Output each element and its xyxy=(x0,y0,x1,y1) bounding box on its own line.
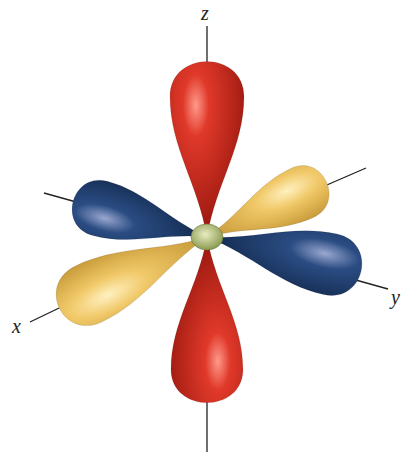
red-lobe xyxy=(170,62,244,238)
red-lobe xyxy=(171,237,243,403)
torus-ring xyxy=(191,224,223,250)
orbital-lobes xyxy=(46,62,368,403)
axis-lines xyxy=(30,26,388,452)
axis-label: x xyxy=(12,316,21,336)
yellow-lobe xyxy=(46,209,220,336)
blue-lobe xyxy=(200,207,368,302)
axis-label: z xyxy=(201,3,209,23)
axis-label: y xyxy=(391,287,400,307)
